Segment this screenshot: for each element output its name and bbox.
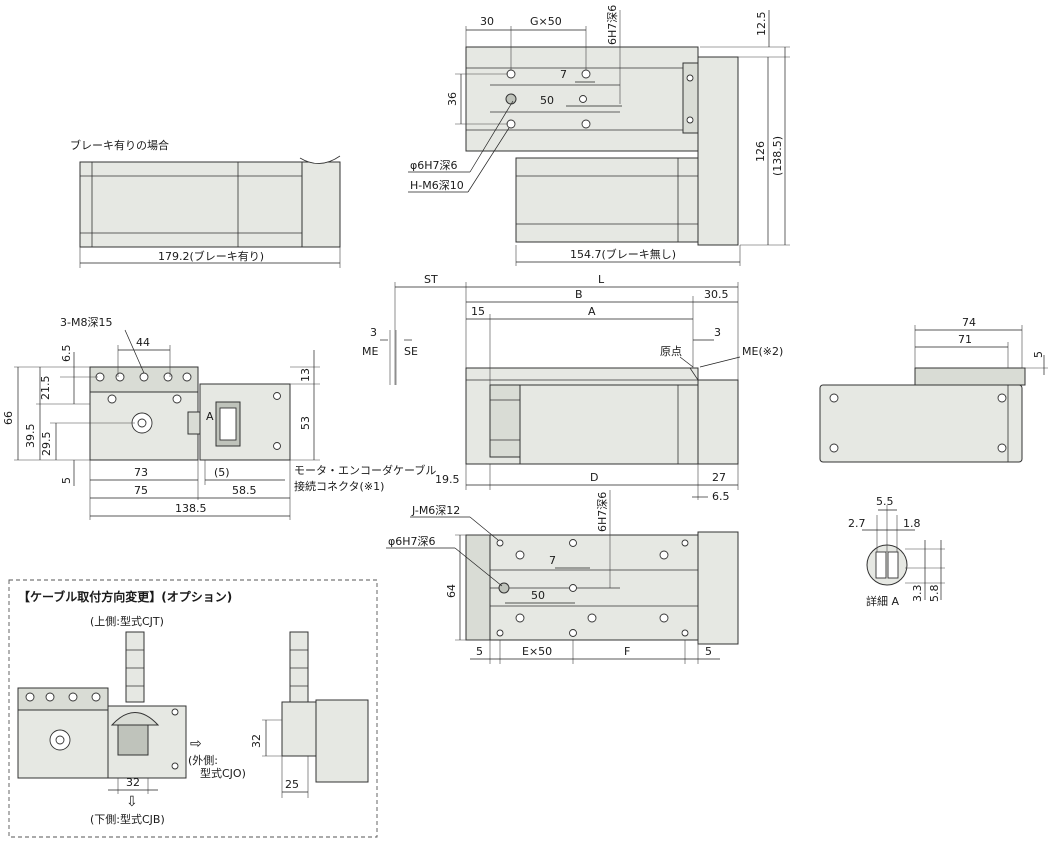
end-view: 3-M8深15 44 6.5 21.5 66 39.5 29.5 5 13 53…	[2, 316, 436, 520]
option-arrow-right: ⇨	[190, 736, 202, 752]
dim-50-bottom: 50	[531, 589, 545, 602]
dim-27: 27	[712, 471, 726, 484]
dim-30-5: 30.5	[704, 288, 729, 301]
dim-74: 74	[962, 316, 976, 329]
dim-154-7: 154.7(ブレーキ無し)	[570, 247, 676, 261]
dim-7-top: 7	[560, 68, 567, 81]
detail-a-label: 詳細 A	[866, 594, 899, 608]
front-view: ST L B 30.5 15 A 3 3 ME SE 原点 ME(※2) 19.…	[362, 273, 783, 503]
dim-19-5: 19.5	[435, 473, 460, 486]
dim-64: 64	[445, 584, 458, 598]
dim-5-bottom-left: 5	[476, 645, 483, 658]
brake-title: ブレーキ有りの場合	[70, 138, 169, 152]
detail-a: 5.5 2.7 1.8 3.3 5.8 詳細 A	[848, 495, 945, 608]
dim-st: ST	[424, 273, 438, 286]
dim-73: 73	[134, 466, 148, 479]
bottom-view-connector	[697, 531, 739, 645]
dim-l: L	[598, 273, 605, 286]
dim-5-side: 5	[1032, 351, 1045, 358]
dim-5-paren: (5)	[214, 466, 230, 479]
option-dim-25: 25	[285, 778, 299, 791]
option-lower-label: (下側:型式CJB)	[90, 812, 165, 826]
option-dim-32-side: 32	[250, 734, 263, 748]
dim-ex50: E×50	[522, 645, 552, 658]
dim-13: 13	[299, 368, 312, 382]
option-cable-upper	[125, 631, 145, 703]
dim-d: D	[590, 471, 598, 484]
label-phi6h7-top: φ6H7深6	[410, 159, 458, 172]
dim-39-5: 39.5	[24, 424, 37, 449]
label-me2: ME(※2)	[742, 345, 783, 358]
option-outer-label-2: 型式CJO)	[200, 766, 246, 780]
brake-view: ブレーキ有りの場合 179.2(ブレーキ有り)	[70, 138, 341, 268]
dim-b: B	[575, 288, 583, 301]
dim-6-5-front: 6.5	[712, 490, 730, 503]
top-view-motor	[515, 157, 699, 243]
dim-gx50: G×50	[530, 15, 562, 28]
dim-29-5: 29.5	[40, 432, 53, 457]
label-connector-1: モータ・エンコーダケーブル	[294, 463, 436, 477]
front-view-connector	[697, 379, 739, 465]
option-arrow-down: ⇩	[126, 794, 138, 810]
dim-126: 126	[754, 141, 767, 162]
dim-1-8: 1.8	[903, 517, 921, 530]
option-side-connector	[281, 701, 317, 757]
dim-7-bottom: 7	[549, 554, 556, 567]
dim-3-right: 3	[714, 326, 721, 339]
dim-f: F	[624, 645, 630, 658]
label-3-m8: 3-M8深15	[60, 316, 112, 329]
dim-3-left: 3	[370, 326, 377, 339]
label-me: ME	[362, 345, 378, 358]
option-side-cable	[289, 631, 309, 703]
brake-body	[79, 161, 303, 248]
option-outer-label-1: (外側:	[188, 754, 218, 767]
dim-5-bottom-right: 5	[705, 645, 712, 658]
front-view-motor	[519, 384, 699, 465]
dim-53: 53	[299, 416, 312, 430]
dim-71: 71	[958, 333, 972, 346]
dim-5-end: 5	[60, 477, 73, 484]
dim-44: 44	[136, 336, 150, 349]
side-view-body	[819, 384, 1023, 463]
dim-6h7-top: 6H7深6	[606, 5, 619, 45]
option-side-body	[315, 699, 369, 783]
dim-6-5-end: 6.5	[60, 345, 73, 363]
dim-58-5: 58.5	[232, 484, 257, 497]
label-a-end: A	[206, 410, 214, 423]
dim-15: 15	[471, 305, 485, 318]
dim-a: A	[588, 305, 596, 318]
option-frame	[8, 579, 378, 838]
dim-5-5: 5.5	[876, 495, 894, 508]
dim-12-5: 12.5	[755, 12, 768, 37]
dim-21-5: 21.5	[39, 376, 52, 401]
label-connector-2: 接続コネクタ(※1)	[294, 479, 384, 493]
top-view-motor-cover	[697, 56, 739, 246]
dim-6h7-bottom: 6H7深6	[596, 492, 609, 532]
label-origin: 原点	[660, 345, 682, 358]
dim-2-7: 2.7	[848, 517, 866, 530]
dim-138-5-top: (138.5)	[771, 136, 784, 176]
brake-length: 179.2(ブレーキ有り)	[158, 249, 264, 263]
top-view: 30 G×50 6H7深6 12.5 36 7 50 126 (138.5) φ…	[408, 5, 790, 266]
dim-36: 36	[446, 92, 459, 106]
dim-66: 66	[2, 411, 15, 425]
option-dim-32-bottom: 32	[126, 776, 140, 789]
label-hm6: H-M6深10	[410, 179, 464, 192]
option-upper-label: (上側:型式CJT)	[90, 614, 164, 628]
option-title: 【ケーブル取付方向変更】(オプション)	[18, 589, 232, 604]
dim-50-top: 50	[540, 94, 554, 107]
dim-75: 75	[134, 484, 148, 497]
dim-138-5-end: 138.5	[175, 502, 207, 515]
label-j-m6: J-M6深12	[411, 504, 460, 517]
bottom-view: J-M6深12 φ6H7深6 6H7深6 7 64 50 5 E×50 F 5	[386, 490, 739, 664]
option-panel: 【ケーブル取付方向変更】(オプション) (上側:型式CJT) ⇨ (外側: 型式…	[8, 579, 378, 838]
label-se: SE	[404, 345, 418, 358]
dim-5-8: 5.8	[928, 585, 941, 603]
dim-3-3: 3.3	[911, 585, 924, 603]
dim-30: 30	[480, 15, 494, 28]
label-phi6h7-bottom: φ6H7深6	[388, 535, 436, 548]
side-view: 74 71 5	[819, 316, 1048, 463]
